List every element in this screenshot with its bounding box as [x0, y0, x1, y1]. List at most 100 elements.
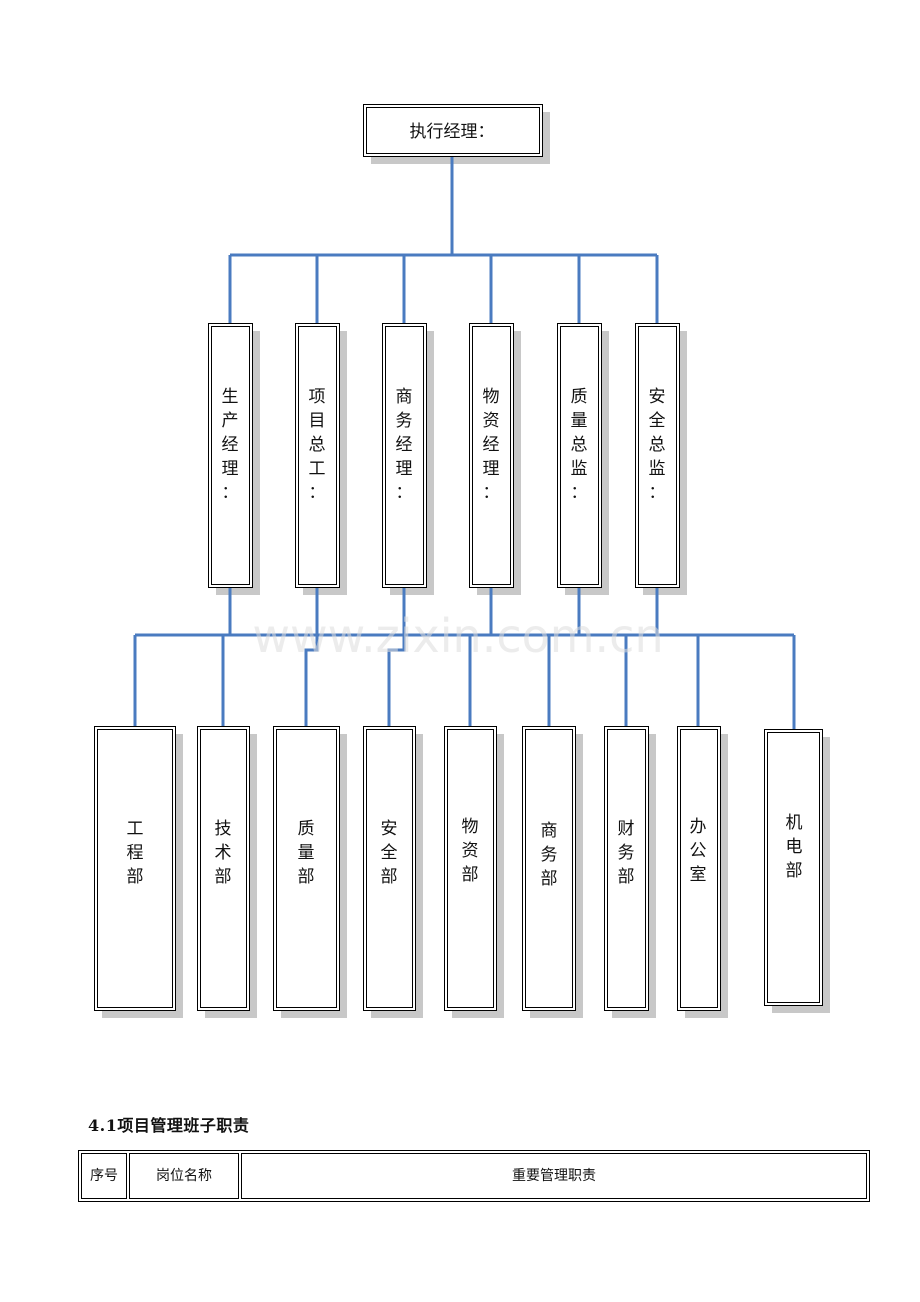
manager-label-production-char: 生 [222, 387, 239, 407]
department-label-quality-char: 量 [298, 843, 315, 863]
department-label-materials-char: 资 [462, 841, 479, 861]
department-label-technical-char: 部 [215, 867, 232, 887]
department-box-business [522, 726, 576, 1011]
department-box-finance-inner-border [607, 729, 646, 1008]
manager-label-safety-char: 总 [649, 435, 666, 455]
manager-label-quality-char: 质 [571, 387, 588, 407]
manager-box-business-inner-border [385, 326, 424, 585]
manager-label-safety-char: 安 [649, 387, 666, 407]
header-position: 岗位名称 [129, 1153, 239, 1199]
department-label-safety-char: 安 [381, 819, 398, 839]
manager-label-chief-engineer-char: 目 [309, 411, 326, 431]
manager-up-2 [387, 587, 406, 727]
manager-box-materials [469, 323, 514, 588]
manager-label-business-char: 务 [396, 411, 413, 431]
department-box-office-inner-border [680, 729, 718, 1008]
manager-up-1 [304, 587, 319, 727]
department-label-office-char: 公 [690, 841, 707, 861]
root-box-inner-border [366, 107, 540, 154]
manager-label-quality-char: ： [571, 483, 588, 503]
manager-label-chief-engineer-char: 项 [309, 387, 326, 407]
department-label-engineering-char: 部 [127, 867, 144, 887]
manager-label-quality-char: 总 [571, 435, 588, 455]
manager-label-quality-char: 量 [571, 411, 588, 431]
manager-box-quality-inner-border [560, 326, 599, 585]
department-label-materials-char: 物 [462, 817, 479, 837]
department-box-office [677, 726, 721, 1011]
department-label-quality-char: 部 [298, 867, 315, 887]
manager-box-safety [635, 323, 680, 588]
department-box-engineering [94, 726, 176, 1011]
root-label: 执行经理： [410, 122, 495, 142]
department-box-materials-inner-border [447, 729, 494, 1008]
department-box-safety-inner-border [366, 729, 413, 1008]
manager-label-business-char: 理 [396, 459, 413, 479]
manager-label-materials-char: ： [483, 483, 500, 503]
manager-label-safety-char: 全 [649, 411, 666, 431]
department-label-business-char: 商 [541, 821, 558, 841]
department-label-safety-char: 部 [381, 867, 398, 887]
department-box-quality [273, 726, 340, 1011]
department-label-quality-char: 质 [298, 819, 315, 839]
department-box-technical [197, 726, 250, 1011]
manager-label-materials-char: 资 [483, 411, 500, 431]
manager-box-materials-inner-border [472, 326, 511, 585]
manager-box-production [208, 323, 253, 588]
manager-box-quality [557, 323, 602, 588]
header-duties: 重要管理职责 [241, 1153, 867, 1199]
manager-label-production-char: 产 [222, 411, 239, 431]
header-index: 序号 [81, 1153, 127, 1199]
department-box-mechanical-electrical [764, 729, 823, 1006]
connector-lines [133, 156, 796, 730]
manager-label-production-char: 理 [222, 459, 239, 479]
department-label-engineering-char: 工 [127, 819, 144, 839]
table-header-row: 序号 岗位名称 重要管理职责 [81, 1153, 867, 1199]
department-box-mechanical-electrical-inner-border [767, 732, 820, 1003]
manager-box-business [382, 323, 427, 588]
department-label-finance-char: 务 [618, 843, 635, 863]
manager-label-materials-char: 物 [483, 387, 500, 407]
department-label-office-char: 室 [690, 865, 707, 885]
org-chart: 执行经理：生产经理：项目总工：商务经理：物资经理：质量总监：安全总监：工程部技术… [94, 104, 830, 1018]
manager-label-production-char: 经 [222, 435, 239, 455]
manager-label-business-char: 商 [396, 387, 413, 407]
manager-box-production-inner-border [211, 326, 250, 585]
root-box [363, 104, 543, 157]
manager-label-safety-char: 监 [649, 459, 666, 479]
department-box-safety [363, 726, 416, 1011]
manager-label-business-char: ： [396, 483, 413, 503]
department-label-engineering-char: 程 [127, 843, 144, 863]
manager-box-safety-inner-border [638, 326, 677, 585]
department-label-finance-char: 部 [618, 867, 635, 887]
department-label-technical-char: 技 [215, 819, 232, 839]
department-box-quality-inner-border [276, 729, 337, 1008]
manager-label-chief-engineer-char: ： [309, 483, 326, 503]
manager-label-production-char: ： [222, 483, 239, 503]
department-label-finance-char: 财 [618, 819, 635, 839]
department-label-mechanical-electrical-char: 机 [786, 813, 803, 833]
department-label-office-char: 办 [690, 817, 707, 837]
watermark: www.zixin.com.cn [252, 609, 663, 663]
department-label-mechanical-electrical-char: 部 [786, 861, 803, 881]
manager-label-business-char: 经 [396, 435, 413, 455]
manager-label-materials-char: 理 [483, 459, 500, 479]
manager-label-safety-char: ： [649, 483, 666, 503]
manager-label-quality-char: 监 [571, 459, 588, 479]
department-label-materials-char: 部 [462, 865, 479, 885]
department-label-business-char: 务 [541, 845, 558, 865]
duties-table: 序号 岗位名称 重要管理职责 [78, 1150, 870, 1202]
department-box-technical-inner-border [200, 729, 247, 1008]
department-label-technical-char: 术 [215, 843, 232, 863]
department-box-finance [604, 726, 649, 1011]
manager-label-chief-engineer-char: 总 [309, 435, 326, 455]
section-heading: 4.1项目管理班子职责 [88, 1116, 250, 1135]
department-box-business-inner-border [525, 729, 573, 1008]
department-label-business-char: 部 [541, 869, 558, 889]
manager-label-chief-engineer-char: 工 [309, 459, 326, 479]
department-label-safety-char: 全 [381, 843, 398, 863]
org-labels: 执行经理：生产经理：项目总工：商务经理：物资经理：质量总监：安全总监：工程部技术… [127, 122, 803, 889]
department-box-engineering-inner-border [97, 729, 173, 1008]
org-boxes [94, 104, 823, 1011]
manager-box-chief-engineer-inner-border [298, 326, 337, 585]
manager-box-chief-engineer [295, 323, 340, 588]
